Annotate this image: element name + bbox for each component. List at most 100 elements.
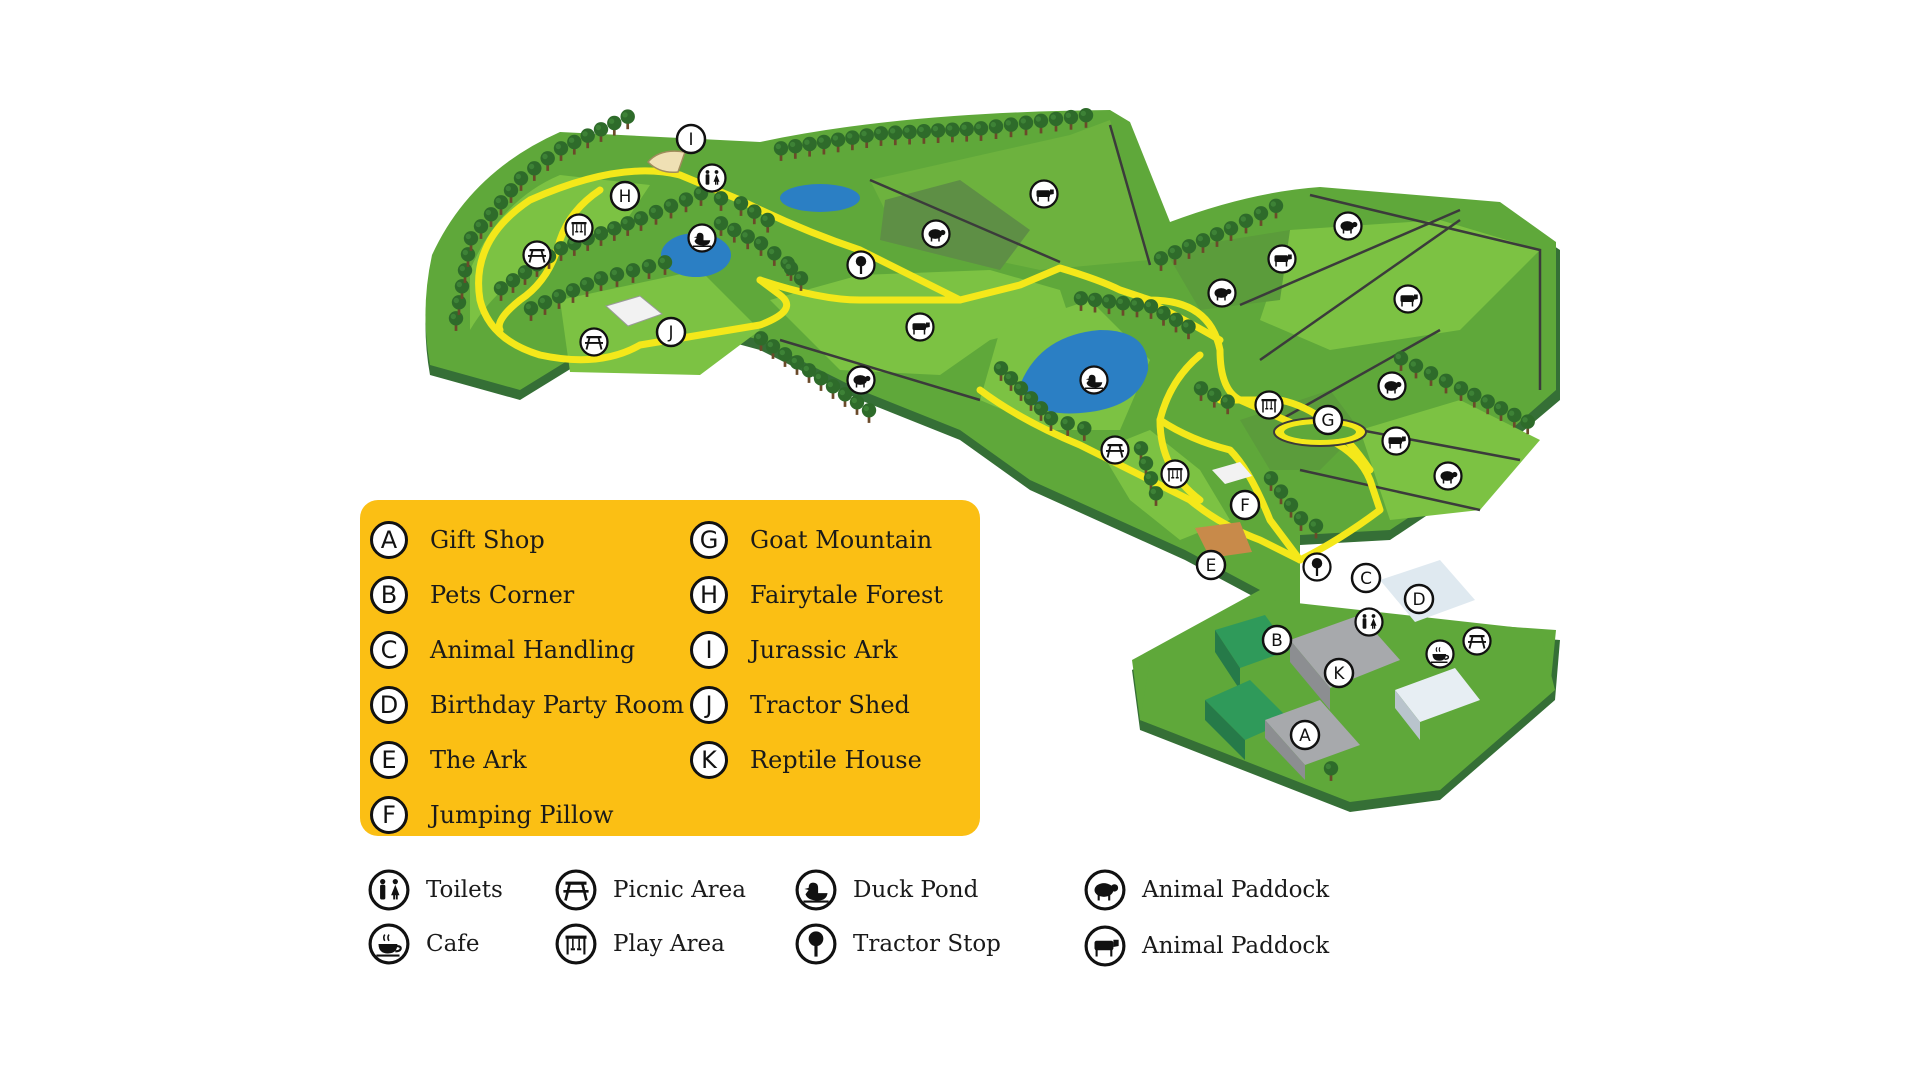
tree-icon	[861, 403, 877, 423]
duck-icon	[1079, 365, 1109, 395]
map-marker-c: C	[1350, 562, 1382, 594]
map-marker-letter: A	[1299, 726, 1311, 746]
sheep-icon	[1207, 278, 1237, 308]
map-marker-letter: H	[619, 187, 632, 207]
cafe-icon	[368, 923, 410, 965]
map-marker-h: H	[609, 180, 641, 212]
picnic-icon	[522, 240, 552, 270]
cow-icon	[1381, 426, 1411, 456]
play-icon	[564, 213, 594, 243]
tractor-stop-icon	[1302, 552, 1332, 582]
duck-icon	[795, 869, 837, 911]
map-marker-j: J	[655, 316, 687, 348]
key-tractor-stop: Tractor Stop	[795, 920, 1001, 968]
sheep-icon	[921, 219, 951, 249]
play-icon	[1254, 390, 1284, 420]
badge-f: F	[370, 795, 408, 834]
badge-b: B	[370, 575, 408, 614]
key-duck: Duck Pond	[795, 866, 978, 914]
sheep-icon	[1333, 211, 1363, 241]
key-label: Duck Pond	[853, 877, 979, 903]
legend-item-f: F Jumping Pillow	[370, 787, 684, 842]
legend-label: Jurassic Ark	[750, 635, 898, 664]
ponds	[661, 184, 1149, 414]
map-marker-k: K	[1323, 657, 1355, 689]
legend-label: Gift Shop	[430, 525, 545, 554]
map-marker-d: D	[1403, 583, 1435, 615]
badge-k: K	[690, 740, 728, 779]
key-cow-paddock: Animal Paddock	[1084, 922, 1329, 970]
tree-icon	[607, 115, 622, 136]
legend-label: Birthday Party Room	[430, 690, 685, 719]
duck-icon	[687, 223, 717, 253]
legend-label: The Ark	[430, 745, 527, 774]
badge-e: E	[370, 740, 408, 779]
map-marker-letter: K	[1333, 664, 1345, 684]
map-marker-letter: C	[1360, 569, 1372, 589]
legend-label: Reptile House	[750, 745, 922, 774]
picnic-icon	[1462, 626, 1492, 656]
key-label: Animal Paddock	[1142, 877, 1330, 903]
cafe-icon	[1425, 639, 1455, 669]
jurassic-ark-skull	[646, 150, 687, 174]
sheep-icon	[1084, 869, 1126, 911]
legend-item-i: I Jurassic Ark	[690, 622, 943, 677]
key-label: Picnic Area	[613, 877, 747, 903]
picnic-icon	[579, 327, 609, 357]
badge-c: C	[370, 630, 408, 669]
badge-a: A	[370, 520, 408, 559]
toilets-icon	[1354, 607, 1384, 637]
badge-h: H	[690, 575, 728, 614]
legend-item-e: E The Ark	[370, 732, 684, 787]
map-marker-letter: J	[667, 323, 673, 343]
legend-label: Goat Mountain	[750, 525, 933, 554]
cow-icon	[1029, 179, 1059, 209]
legend-item-k: K Reptile House	[690, 732, 943, 787]
map-marker-a: A	[1289, 719, 1321, 751]
cow-icon	[1393, 284, 1423, 314]
tree-icon	[620, 109, 635, 130]
map-marker-letter: B	[1271, 631, 1283, 651]
building-shed-small	[1212, 462, 1252, 484]
sheep-icon	[1377, 371, 1407, 401]
legend-item-d: D Birthday Party Room	[370, 677, 684, 732]
legend-label: Animal Handling	[430, 635, 636, 664]
pond-top	[780, 184, 860, 212]
toilets-icon	[368, 869, 410, 911]
map-marker-letter: G	[1321, 411, 1334, 431]
map-marker-g: G	[1312, 404, 1344, 436]
legend-label: Jumping Pillow	[430, 800, 614, 829]
play-icon	[555, 923, 597, 965]
cow-icon	[1084, 925, 1126, 967]
legend-panel: A Gift Shop B Pets Corner C Animal Handling…	[360, 500, 980, 836]
paths	[475, 167, 1384, 564]
fences	[779, 124, 1542, 512]
tractor-shed-building	[605, 295, 664, 327]
badge-d: D	[370, 685, 408, 724]
key-cafe: Cafe	[368, 920, 479, 968]
legend-item-c: C Animal Handling	[370, 622, 684, 677]
play-icon	[1160, 459, 1190, 489]
key-label: Animal Paddock	[1142, 933, 1330, 959]
legend-column-left: A Gift Shop B Pets Corner C Animal Handling…	[370, 512, 684, 842]
key-play: Play Area	[555, 920, 725, 968]
map-marker-i: I	[675, 123, 707, 155]
map-marker-b: B	[1261, 624, 1293, 656]
key-label: Tractor Stop	[853, 931, 1001, 957]
picnic-icon	[555, 869, 597, 911]
cow-icon	[1267, 244, 1297, 274]
sheep-icon	[846, 365, 876, 395]
legend-item-b: B Pets Corner	[370, 567, 684, 622]
legend-label: Pets Corner	[430, 580, 575, 609]
legend-label: Tractor Shed	[750, 690, 910, 719]
tractor-stop-icon	[795, 923, 837, 965]
map-marker-e: E	[1195, 549, 1227, 581]
badge-j: J	[690, 685, 728, 724]
badge-i: I	[690, 630, 728, 669]
sheep-icon	[1433, 461, 1463, 491]
map-marker-letter: E	[1206, 556, 1217, 576]
